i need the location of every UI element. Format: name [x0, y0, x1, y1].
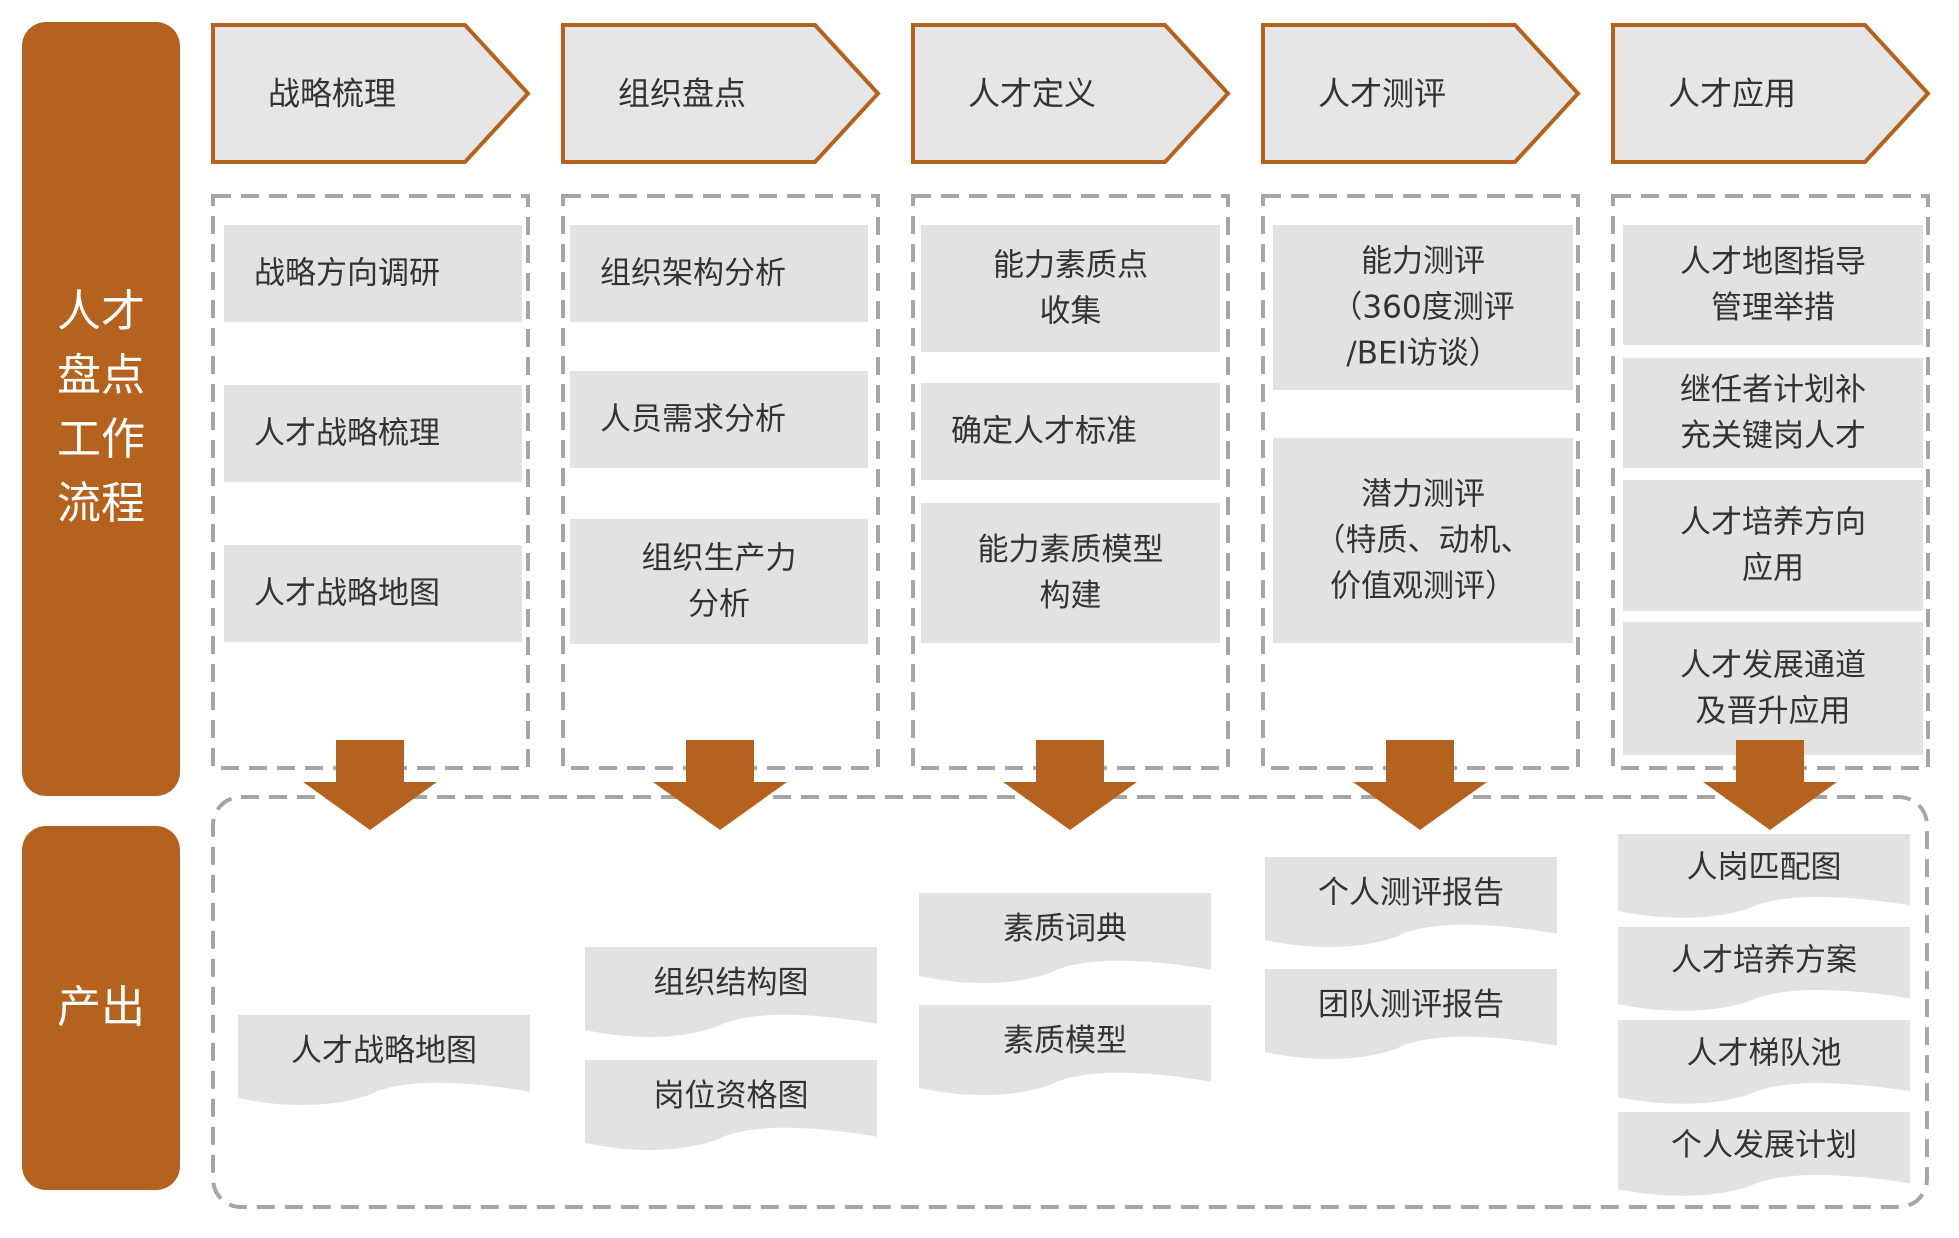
- process-item-label: 收集: [1040, 294, 1102, 330]
- step-label: 人才应用: [1668, 75, 1796, 113]
- process-item-box: [224, 385, 522, 482]
- output-document: [1265, 969, 1557, 1060]
- step-label: 组织盘点: [618, 75, 746, 113]
- process-item-label: 战略方向调研: [254, 256, 440, 292]
- down-arrow: [653, 740, 787, 830]
- output-document: [1618, 1020, 1910, 1104]
- process-item-label: 价值观测评）: [1330, 569, 1516, 605]
- step-label: 人才测评: [1318, 75, 1446, 113]
- output-document: [919, 1005, 1211, 1096]
- output-label: 人岗匹配图: [1687, 850, 1842, 886]
- process-side-label-2: 盘点: [57, 350, 145, 401]
- step-label: 人才定义: [968, 75, 1096, 113]
- process-item-label: 人才战略地图: [254, 576, 440, 612]
- output-document: [585, 1060, 877, 1151]
- output-label: 岗位资格图: [654, 1078, 809, 1114]
- process-item-label: 管理举措: [1711, 290, 1835, 326]
- output-label: 人才梯队池: [1687, 1036, 1842, 1072]
- process-item-label: 组织生产力: [642, 541, 797, 577]
- step-chevron: [211, 23, 531, 164]
- step-chevron: [1611, 23, 1931, 164]
- process-item-box: [1623, 358, 1923, 468]
- process-item-label: 人才战略梳理: [254, 416, 440, 452]
- process-side-bar: [22, 22, 180, 796]
- process-side-label-4: 流程: [57, 478, 145, 529]
- process-item-label: 及晋升应用: [1696, 694, 1851, 730]
- output-document: [1618, 927, 1910, 1011]
- process-item-label: 人才地图指导: [1680, 244, 1866, 280]
- process-item-box: [1623, 480, 1923, 611]
- process-item-label: 分析: [688, 587, 750, 623]
- output-side-bar: [22, 826, 180, 1190]
- process-item-label: 人员需求分析: [600, 402, 786, 438]
- step-chevron: [1261, 23, 1581, 164]
- process-item-box: [1623, 225, 1923, 345]
- process-item-label: 构建: [1040, 578, 1102, 614]
- process-side-label-1: 人才: [57, 286, 145, 337]
- process-item-label: 潜力测评: [1361, 477, 1485, 513]
- output-document: [585, 947, 877, 1038]
- output-label: 素质词典: [1003, 911, 1127, 947]
- process-item-box: [570, 519, 868, 644]
- down-arrow: [1003, 740, 1137, 830]
- output-document: [1618, 1112, 1910, 1196]
- process-item-box: [1623, 622, 1923, 755]
- down-arrow: [303, 740, 437, 830]
- output-document: [919, 893, 1211, 984]
- process-item-label: 确定人才标准: [951, 414, 1137, 450]
- output-label: 人才培养方案: [1671, 943, 1857, 979]
- output-label: 素质模型: [1003, 1023, 1127, 1059]
- output-document: [1618, 834, 1910, 918]
- process-item-label: 继任者计划补: [1680, 372, 1866, 408]
- output-label: 个人发展计划: [1671, 1128, 1857, 1164]
- process-side-label-3: 工作: [57, 414, 145, 465]
- output-document: [238, 1015, 530, 1106]
- process-item-label: 充关键岗人才: [1680, 418, 1866, 454]
- process-item-box: [921, 383, 1220, 480]
- process-item-box: [1273, 225, 1573, 390]
- process-item-label: 人才培养方向: [1680, 505, 1866, 541]
- process-item-box: [1273, 438, 1573, 643]
- process-item-box: [921, 225, 1220, 352]
- process-item-label: 能力素质点: [993, 248, 1148, 284]
- output-document: [1265, 857, 1557, 948]
- process-item-box: [570, 371, 868, 468]
- output-label: 人才战略地图: [291, 1033, 477, 1069]
- process-item-label: 能力素质模型: [978, 532, 1164, 568]
- step-chevron: [911, 23, 1231, 164]
- output-side-label: 产出: [57, 982, 145, 1033]
- output-label: 组织结构图: [654, 965, 809, 1001]
- step-chevron: [561, 23, 881, 164]
- process-item-box: [224, 225, 522, 322]
- process-item-label: （360度测评: [1331, 290, 1514, 326]
- process-item-box: [224, 545, 522, 642]
- output-label: 团队测评报告: [1318, 987, 1504, 1023]
- process-item-box: [921, 503, 1220, 643]
- process-item-label: 人才发展通道: [1680, 648, 1866, 684]
- down-arrow: [1353, 740, 1487, 830]
- process-item-box: [570, 225, 868, 322]
- process-item-label: 组织架构分析: [600, 256, 786, 292]
- process-item-label: /BEI访谈）: [1346, 336, 1499, 372]
- step-label: 战略梳理: [268, 75, 396, 113]
- process-item-label: （特质、动机、: [1315, 523, 1532, 559]
- process-item-label: 应用: [1742, 551, 1804, 587]
- down-arrow: [1703, 740, 1837, 830]
- output-label: 个人测评报告: [1318, 875, 1504, 911]
- process-item-label: 能力测评: [1361, 244, 1485, 280]
